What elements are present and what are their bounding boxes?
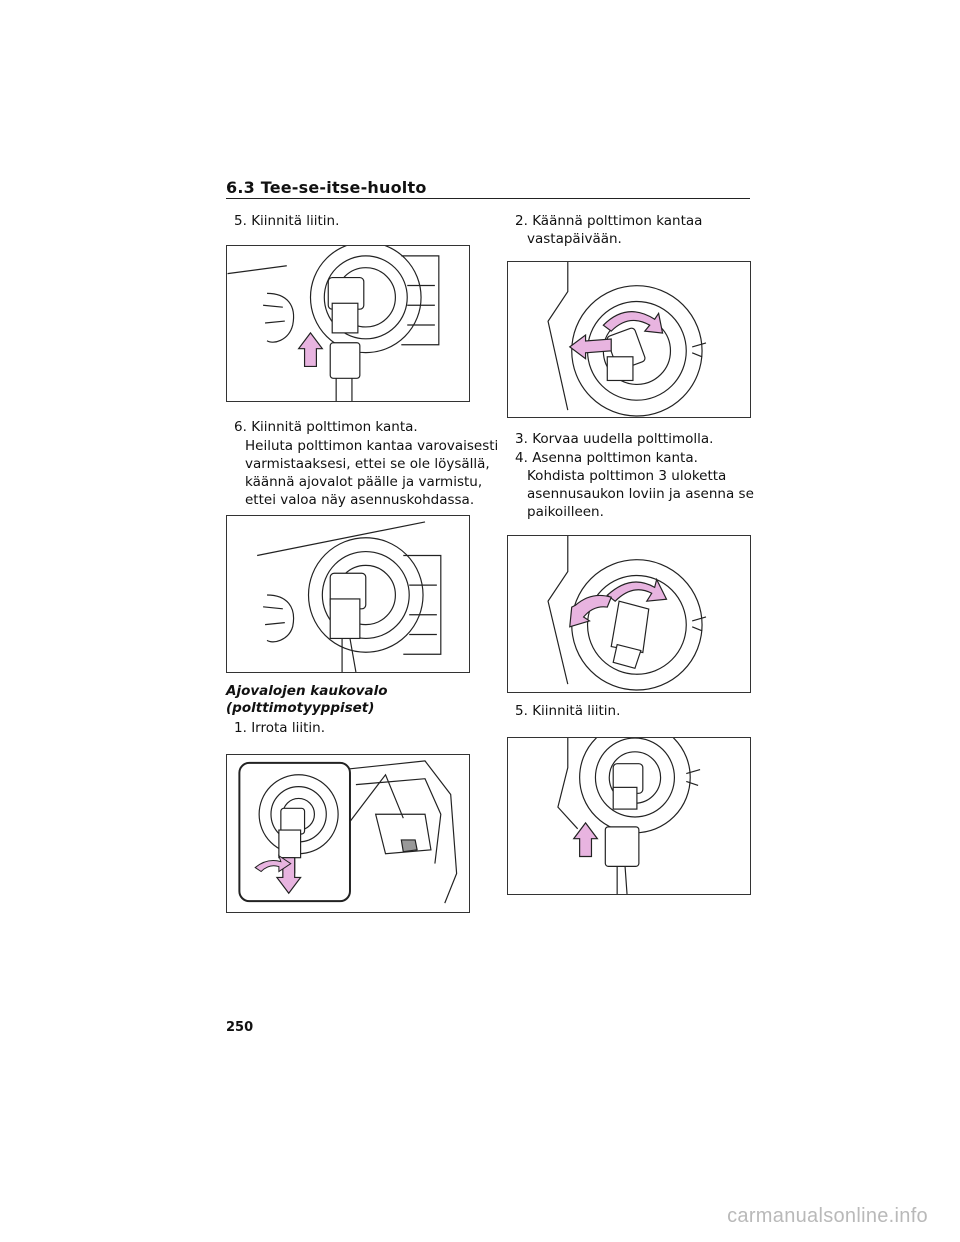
watermark: carmanualsonline.info [727, 1205, 928, 1227]
figure-install-bulb-socket [507, 535, 751, 693]
step-4-right: 4. Asenna polttimon kanta. [515, 449, 698, 467]
figure-attach-connector [226, 245, 470, 402]
step-number: 1. [234, 720, 247, 736]
figure-detach-connector [226, 754, 470, 913]
step-text: Asenna polttimon kanta. [532, 450, 698, 466]
step-text: Kiinnitä liitin. [251, 213, 340, 229]
illustration-socket-turn-cw [547, 536, 707, 691]
step-number: 4. [515, 450, 528, 466]
step-3-right: 3. Korvaa uudella polttimolla. [515, 430, 713, 448]
illustration-connector-attach [227, 246, 440, 401]
step-text: Korvaa uudella polttimolla. [532, 431, 714, 447]
detail-line: varmistaaksesi, ettei se ole löysällä, [245, 456, 490, 472]
step-6-left: 6. Kiinnitä polttimon kanta. [234, 418, 418, 436]
step-number: 3. [515, 431, 528, 447]
illustration-socket-install [257, 521, 442, 672]
illustration-connector-attach-2 [557, 738, 701, 894]
step-text-line: Käännä polttimon kantaa [532, 213, 703, 229]
detail-line: käännä ajovalot päälle ja varmistu, [245, 474, 483, 490]
header-rule [226, 198, 750, 199]
step-2-cont: vastapäivään. [527, 231, 622, 247]
section-title: 6.3 Tee-se-itse-huolto [226, 178, 427, 197]
detail-line: asennusaukon loviin ja asenna se [527, 486, 754, 502]
figure-attach-connector-2 [507, 737, 751, 895]
step-4-detail: Kohdista polttimon 3 uloketta asennusauk… [527, 467, 754, 521]
detail-line: ettei valoa näy asennuskohdassa. [245, 492, 475, 508]
step-6-detail: Heiluta polttimon kantaa varovaisesti va… [245, 437, 498, 509]
illustration-connector-detach [238, 760, 458, 904]
subheading-line: (polttimotyyppiset) [226, 700, 375, 716]
detail-line: Kohdista polttimon 3 uloketta [527, 468, 727, 484]
subheading-line: Ajovalojen kaukovalo [226, 683, 388, 699]
detail-line: Heiluta polttimon kantaa varovaisesti [245, 438, 499, 454]
step-text: Irrota liitin. [251, 720, 325, 736]
subheading: Ajovalojen kaukovalo (polttimotyyppiset) [226, 683, 388, 717]
figure-turn-counterclockwise [507, 261, 751, 418]
step-text: Kiinnitä liitin. [532, 703, 621, 719]
step-number: 6. [234, 419, 247, 435]
step-number: 5. [515, 703, 528, 719]
figure-install-socket [226, 515, 470, 673]
step-number: 2. [515, 213, 528, 229]
step-2-right: 2. Käännä polttimon kantaa [515, 212, 702, 230]
step-text: Kiinnitä polttimon kanta. [251, 419, 418, 435]
detail-line: paikoilleen. [527, 504, 604, 520]
page-number: 250 [226, 1020, 254, 1035]
illustration-socket-turn-ccw [547, 262, 707, 417]
step-5-right: 5. Kiinnitä liitin. [515, 702, 620, 720]
step-1-left: 1. Irrota liitin. [234, 719, 325, 737]
step-number: 5. [234, 213, 247, 229]
step-5-left: 5. Kiinnitä liitin. [234, 212, 339, 230]
